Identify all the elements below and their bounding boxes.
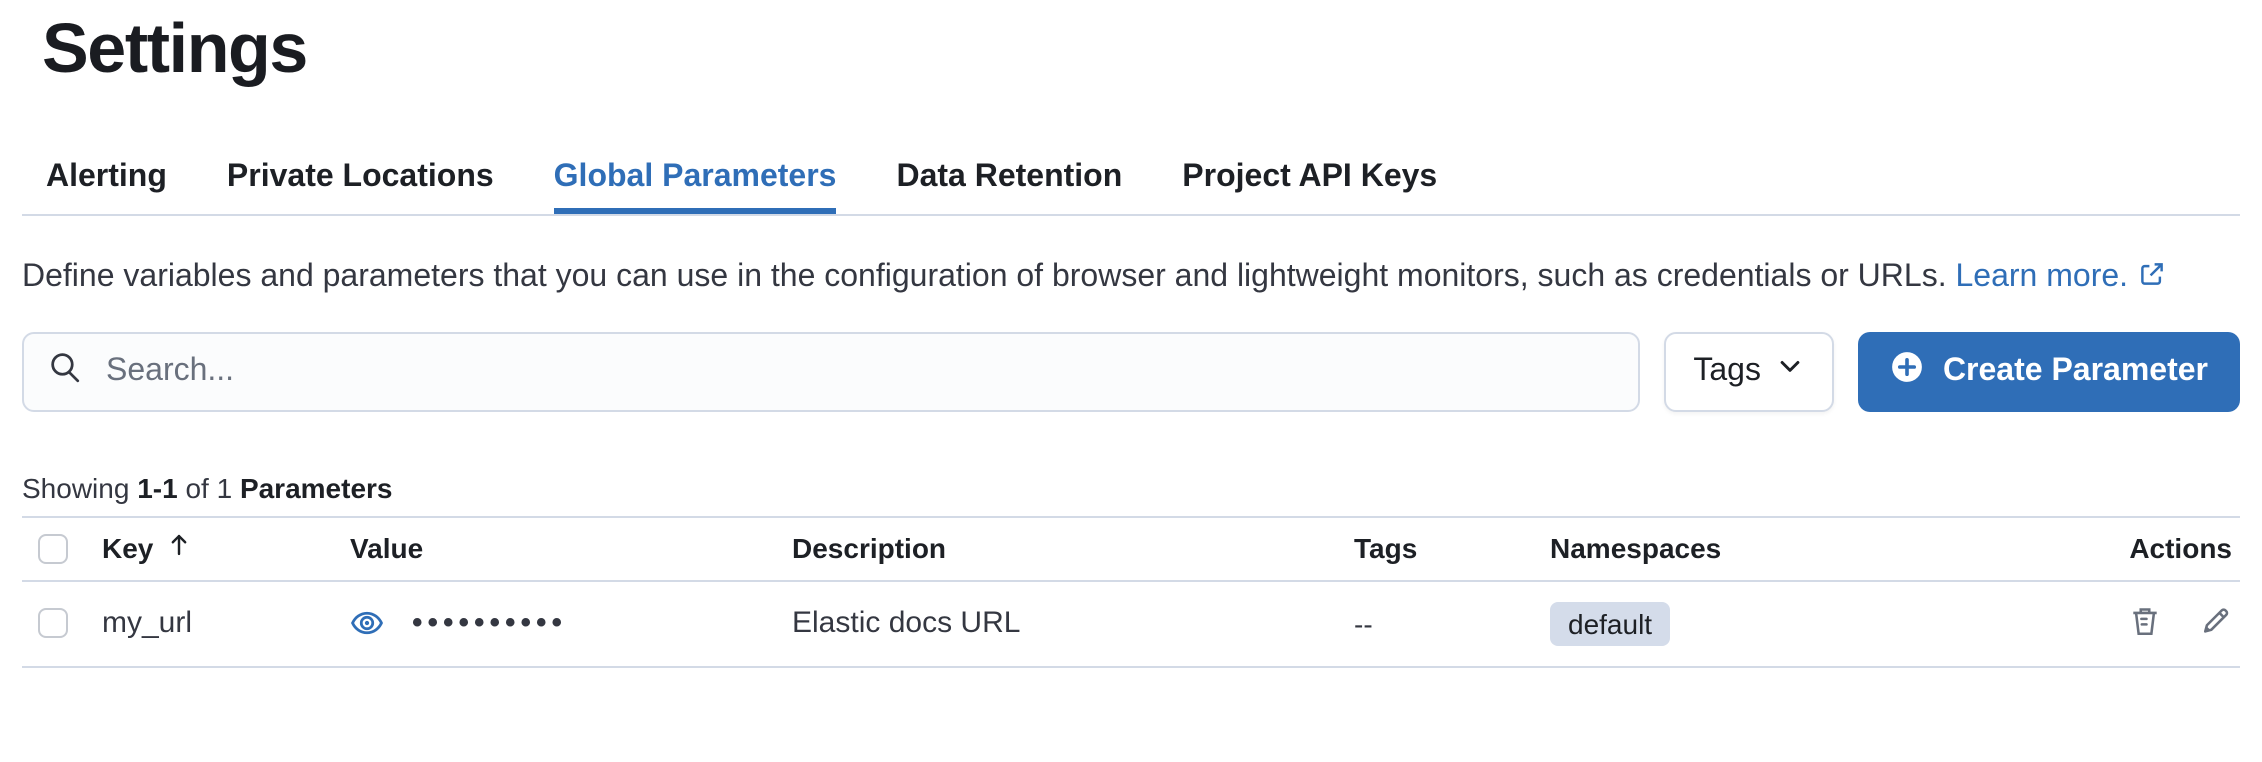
page-title: Settings bbox=[42, 10, 308, 88]
tab-label: Alerting bbox=[46, 160, 167, 194]
settings-tabs: Alerting Private Locations Global Parame… bbox=[22, 158, 2240, 216]
tab-label: Data Retention bbox=[896, 160, 1123, 194]
edit-button[interactable] bbox=[2198, 603, 2232, 643]
column-header-actions: Actions bbox=[2129, 532, 2232, 564]
parameter-key: my_url bbox=[102, 606, 193, 640]
summary-of: of 1 bbox=[185, 471, 233, 503]
chevron-down-icon bbox=[1777, 352, 1805, 390]
header-checkbox-cell bbox=[22, 533, 102, 563]
row-key-cell: my_url bbox=[102, 606, 350, 640]
column-header-tags: Tags bbox=[1354, 532, 1418, 564]
delete-button[interactable] bbox=[2128, 603, 2162, 643]
row-namespaces-cell: default bbox=[1550, 601, 1990, 645]
create-parameter-button[interactable]: Create Parameter bbox=[1858, 331, 2240, 411]
plus-in-circle-icon bbox=[1891, 349, 1925, 393]
sort-ascending-icon bbox=[165, 532, 191, 564]
search-input[interactable] bbox=[102, 351, 1614, 391]
summary-range: 1-1 bbox=[137, 471, 178, 503]
eye-icon[interactable] bbox=[350, 606, 384, 640]
tab-label: Project API Keys bbox=[1182, 160, 1438, 194]
pencil-icon bbox=[2198, 603, 2232, 643]
row-checkbox[interactable] bbox=[38, 608, 68, 638]
tab-project-api-keys[interactable]: Project API Keys bbox=[1182, 158, 1437, 214]
table-header-row: Key Value Description Tags Namespaces Ac… bbox=[22, 515, 2240, 581]
results-summary: Showing 1-1 of 1 Parameters bbox=[22, 471, 2240, 505]
description-text: Define variables and parameters that you… bbox=[22, 260, 1947, 294]
row-actions-cell bbox=[1990, 603, 2240, 643]
table-row: my_url •••••••••• Elastic docs URL -- de… bbox=[22, 581, 2240, 667]
parameter-description: Elastic docs URL bbox=[792, 606, 1021, 640]
parameters-table: Key Value Description Tags Namespaces Ac… bbox=[22, 515, 2240, 667]
masked-parameter-value: •••••••••• bbox=[412, 606, 568, 640]
column-header-description: Description bbox=[792, 532, 947, 564]
search-icon bbox=[48, 349, 82, 393]
create-parameter-label: Create Parameter bbox=[1942, 353, 2208, 387]
settings-page: Settings Alerting Private Locations Glob… bbox=[0, 8, 2262, 762]
column-header-key[interactable]: Key bbox=[102, 532, 350, 564]
tab-label: Private Locations bbox=[226, 160, 494, 194]
tags-filter-label: Tags bbox=[1693, 353, 1761, 387]
tab-label: Global Parameters bbox=[553, 160, 837, 194]
summary-showing: Showing bbox=[22, 471, 130, 503]
page-description: Define variables and parameters that you… bbox=[22, 254, 2230, 303]
external-link-icon bbox=[2138, 256, 2166, 303]
namespace-badge: default bbox=[1550, 601, 1671, 645]
parameter-tags: -- bbox=[1354, 607, 1373, 639]
summary-entity: Parameters bbox=[239, 471, 393, 503]
select-all-checkbox[interactable] bbox=[38, 533, 68, 563]
trash-icon bbox=[2128, 603, 2162, 643]
column-header-value: Value bbox=[350, 532, 424, 564]
tab-global-parameters[interactable]: Global Parameters bbox=[554, 158, 837, 214]
learn-more-link[interactable]: Learn more. bbox=[1956, 260, 2167, 294]
row-value-cell: •••••••••• bbox=[350, 606, 792, 640]
search-box[interactable] bbox=[22, 331, 1640, 411]
row-tags-cell: -- bbox=[1354, 607, 1550, 639]
row-checkbox-cell bbox=[22, 608, 102, 638]
parameters-toolbar: Tags Create Parameter bbox=[22, 331, 2240, 411]
tab-private-locations[interactable]: Private Locations bbox=[227, 158, 494, 214]
row-description-cell: Elastic docs URL bbox=[792, 606, 1354, 640]
tags-filter-button[interactable]: Tags bbox=[1663, 331, 1835, 411]
tab-data-retention[interactable]: Data Retention bbox=[896, 158, 1122, 214]
column-header-namespaces: Namespaces bbox=[1550, 532, 1722, 564]
tab-alerting[interactable]: Alerting bbox=[46, 158, 167, 214]
